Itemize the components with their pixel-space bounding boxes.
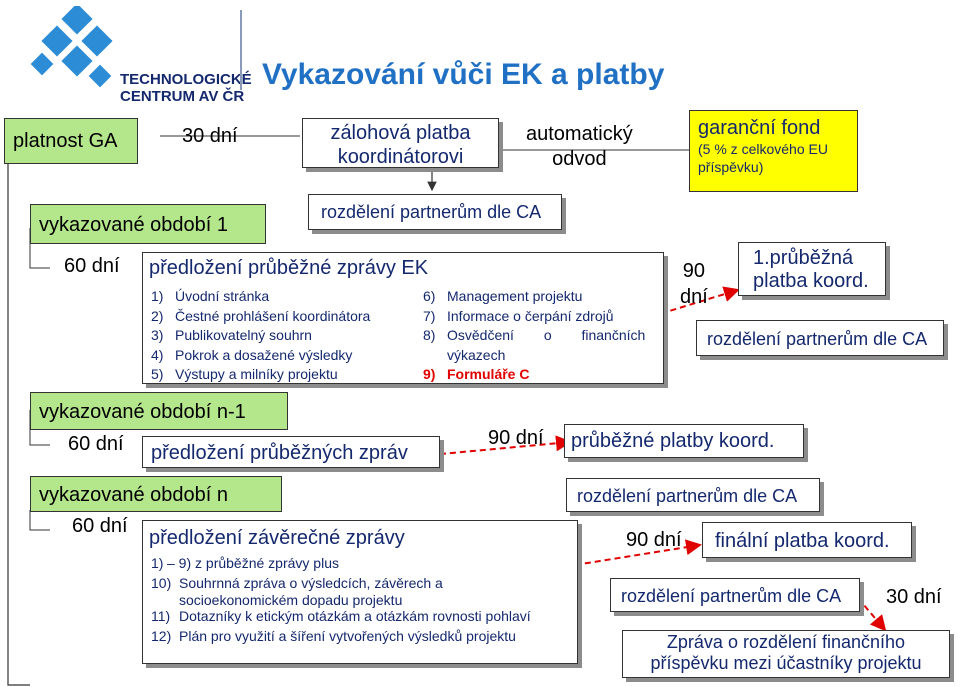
period1-wait-label: 90 dní <box>680 260 708 308</box>
period1-payment-box: 1.průběžná platba koord. <box>738 242 886 296</box>
list-item: socioekonomickém dopadu projektu <box>179 592 403 608</box>
periodn-final-payment-label: finální platba koord. <box>715 530 890 552</box>
period1-report-box: předložení průběžné zprávy EK 1)Úvodní s… <box>142 252 664 384</box>
periodn-final-distribution-box: rozdělení partnerům dle CA <box>610 578 860 612</box>
list-item: 2)Čestné prohlášení koordinátora <box>151 307 371 324</box>
auto-transfer-label: automatický odvod <box>526 123 633 170</box>
list-item: 1)– 9) z průběžné zprávy plus <box>151 555 339 571</box>
periodn-wait-label: 90 dní <box>626 529 682 551</box>
list-item: 8)Osvědčení o finančních <box>423 327 646 343</box>
page-title: Vykazování vůči EK a platby <box>262 58 665 91</box>
period1-box: vykazované období 1 <box>30 204 266 244</box>
logo-mark-icon <box>30 6 113 88</box>
periodn-label: vykazované období n <box>39 484 229 506</box>
arrow-distribution-to-report <box>857 597 887 632</box>
periodn1-payment-label: průběžné platby koord. <box>571 430 775 452</box>
list-item: 10)Souhrnná zpráva o výsledcích, závěrec… <box>151 574 443 591</box>
periodn-report-list: 1)– 9) z průběžné zprávy plus 10)Souhrnn… <box>151 554 531 646</box>
validity-box: platnost GA <box>4 118 138 164</box>
list-item: 1)Úvodní stránka <box>151 288 270 304</box>
period1-label: vykazované období 1 <box>39 214 229 236</box>
periodn1-payment-distribution-box: rozdělení partnerům dle CA <box>566 478 820 512</box>
periodn1-wait-label: 90 dní <box>488 427 544 449</box>
period1-report-list-right: 6)Management projektu 7)Informace o čerp… <box>423 287 645 385</box>
periodn-box: vykazované období n <box>30 476 282 512</box>
advance-payment-label: zálohová platba koordinátorovi <box>330 122 471 168</box>
arrow-reports-to-payments <box>429 435 572 456</box>
validity-label: platnost GA <box>13 130 118 152</box>
periodn1-label: vykazované období n-1 <box>39 401 246 423</box>
periodn1-payment-box: průběžné platby koord. <box>564 424 804 458</box>
list-item: 5)Výstupy a milníky projektu <box>151 366 338 382</box>
guarantee-fund-box: garanční fond (5 % z celkového EU příspě… <box>689 110 858 192</box>
period1-payment-distribution-label: rozdělení partnerům dle CA <box>707 329 928 349</box>
periodn-tick-line <box>29 510 50 531</box>
periodn1-report-title: předložení průběžných zpráv <box>151 442 408 464</box>
advance-payment-box: zálohová platba koordinátorovi <box>302 118 499 168</box>
periodn-final-payment-box: finální platba koord. <box>702 522 912 558</box>
periodn-final-days-label: 30 dní <box>886 586 942 608</box>
distribution-report-box: Zpráva o rozdělení finančního příspěvku … <box>622 630 950 678</box>
arrow-final-to-payment <box>574 539 702 566</box>
period1-payment-distribution-box: rozdělení partnerům dle CA <box>696 320 944 356</box>
list-item: výkazech <box>447 346 506 363</box>
period1-distribution-box: rozdělení partnerům dle CA <box>308 194 562 230</box>
top-timeline-line <box>160 135 690 151</box>
list-item: 7)Informace o čerpání zdrojů <box>423 307 614 324</box>
list-item: 3)Publikovatelný souhrn <box>151 327 312 343</box>
periodn-final-distribution-label: rozdělení partnerům dle CA <box>621 586 842 606</box>
periodn1-box: vykazované období n-1 <box>30 392 288 430</box>
periodn-days-label: 60 dní <box>72 515 128 537</box>
logo-text: TECHNOLOGICKÉ CENTRUM AV ČR <box>120 71 252 105</box>
period1-report-title: předložení průběžné zprávy EK <box>149 257 429 279</box>
list-item-highlight: 9)Formuláře C <box>423 366 530 382</box>
list-item: 11)Dotazníky k etickým otázkám a otázkám… <box>151 608 531 624</box>
period1-days-label: 60 dní <box>64 255 120 277</box>
period1-payment-label: 1.průběžná platba koord. <box>753 247 869 292</box>
period1-distribution-label: rozdělení partnerům dle CA <box>321 202 542 222</box>
list-item: 12)Plán pro využití a šíření vytvořených… <box>151 627 516 644</box>
list-item: 6)Management projektu <box>423 288 583 304</box>
top-days-label: 30 dní <box>182 125 238 147</box>
periodn1-payment-distribution-label: rozdělení partnerům dle CA <box>577 486 798 506</box>
distribution-report-label: Zpráva o rozdělení finančního příspěvku … <box>650 632 922 673</box>
guarantee-fund-label: garanční fond (5 % z celkového EU příspě… <box>698 117 828 175</box>
period1-report-list-left: 1)Úvodní stránka 2)Čestné prohlášení koo… <box>151 287 370 385</box>
list-item: 4)Pokrok a dosažené výsledky <box>151 346 353 363</box>
header-divider <box>240 10 242 90</box>
periodn-report-box: předložení závěrečné zprávy 1)– 9) z prů… <box>142 520 578 664</box>
periodn1-report-box: předložení průběžných zpráv <box>142 436 440 468</box>
periodn-report-title: předložení závěrečné zprávy <box>149 527 405 549</box>
periodn1-days-label: 60 dní <box>68 433 124 455</box>
timeline-bracket-line <box>7 161 30 686</box>
